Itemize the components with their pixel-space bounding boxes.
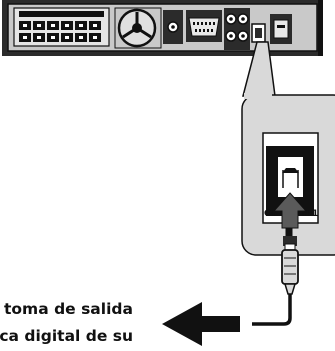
caption-line-2: ica digital de su <box>0 327 134 345</box>
rca-jacks <box>224 8 250 50</box>
scart-connector <box>186 10 222 42</box>
port-label-op: OP <box>264 209 279 219</box>
caption-line-1: toma de salida <box>4 300 133 318</box>
power-connector <box>270 14 292 44</box>
port-label-in: IN 1 <box>298 209 318 219</box>
optical-input-port <box>251 23 266 43</box>
optical-cable-plug <box>281 228 299 295</box>
direction-arrow-icon <box>162 302 240 346</box>
optical-cable <box>252 294 292 326</box>
antenna-connector <box>163 10 183 44</box>
cooling-fan-icon <box>114 7 162 49</box>
speaker-terminal-block <box>13 7 110 47</box>
